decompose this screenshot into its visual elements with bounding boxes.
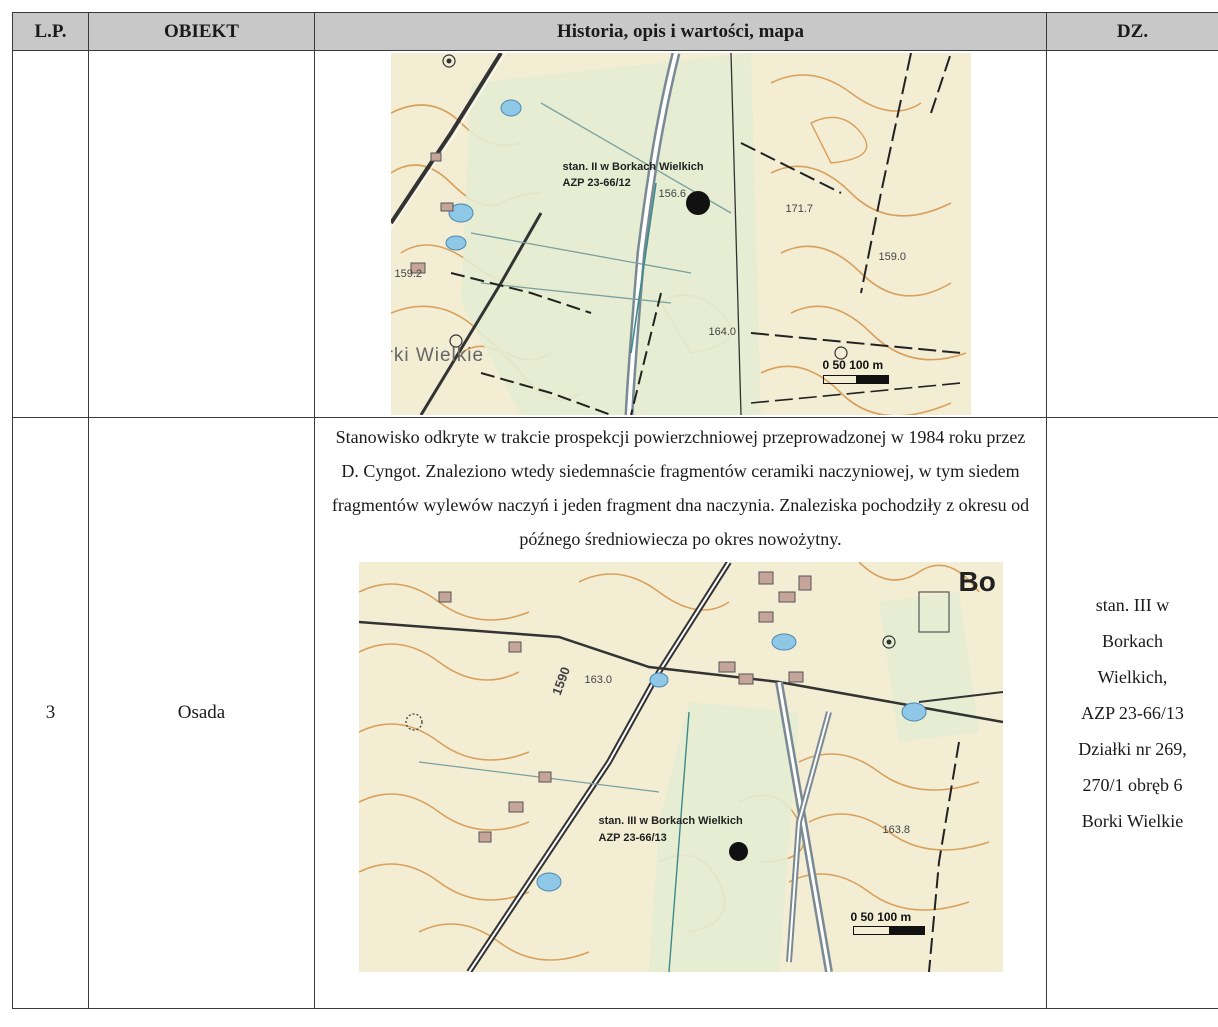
dz-line: Borki Wielkie [1081,811,1184,831]
dz-line: AZP 23-66/13 [1081,703,1184,723]
site-description: Stanowisko odkryte w trakcie prospekcji … [331,427,1030,549]
dz-line: 270/1 obręb 6 [1082,775,1183,795]
site-map-3: Bo stan. III w Borkach Wielkich AZP 23-6… [358,562,1003,972]
dz-line: Działki nr 269, [1078,739,1187,759]
register-table: L.P. OBIEKT Historia, opis i wartości, m… [12,12,1218,1009]
cell-lp: 3 [12,417,89,1009]
height-label: 159.2 [394,268,423,280]
header-lp: L.P. [12,12,89,51]
dz-line: Wielkich, [1097,667,1168,687]
cell-dz: stan. III w Borkach Wielkich, AZP 23-66/… [1046,417,1218,1009]
cell-lp-empty [12,50,89,418]
topographic-map-drawing [358,562,1003,972]
site-marker [685,191,710,215]
dz-line: stan. III w [1095,595,1170,615]
header-obiekt: OBIEKT [88,12,315,51]
site-label: stan. III w Borkach Wielkich [598,815,743,827]
site-label: stan. II w Borkach Wielkich [562,161,704,173]
site-map-2: stan. II w Borkach Wielkich AZP 23-66/12… [390,53,971,415]
table-row-3: 3 Osada Stanowisko odkryte w trakcie pro… [12,417,1218,1009]
scale-bar [822,375,889,384]
place-name: rki Wielkie [390,345,485,366]
cell-history-map: stan. II w Borkach Wielkich AZP 23-66/12… [314,50,1047,418]
topographic-map-drawing [390,53,971,415]
scale-bar [852,926,925,935]
height-label: 163.8 [882,824,911,836]
place-name: Bo [958,566,996,597]
cell-obiekt-empty [88,50,315,418]
header-historia: Historia, opis i wartości, mapa [314,12,1047,51]
site-azp-label: AZP 23-66/13 [598,832,667,844]
height-label: 164.0 [708,326,737,338]
header-dz: DZ. [1046,12,1218,51]
site-marker [728,842,748,861]
cell-obiekt: Osada [88,417,315,1009]
height-label: 171.7 [785,203,814,215]
cell-history: Stanowisko odkryte w trakcie prospekcji … [314,417,1047,1009]
dz-line: Borkach [1102,631,1163,651]
scale-label: 0 50 100 m [822,358,884,372]
scale-label: 0 50 100 m [850,910,912,924]
site-azp-label: AZP 23-66/12 [562,177,631,189]
header-row: L.P. OBIEKT Historia, opis i wartości, m… [12,12,1218,51]
height-label: 163.0 [584,674,613,686]
table-row-map-continuation: stan. II w Borkach Wielkich AZP 23-66/12… [12,50,1218,418]
cell-dz-empty [1046,50,1218,418]
height-label: 156.6 [658,188,687,200]
height-label: 159.0 [878,251,907,263]
